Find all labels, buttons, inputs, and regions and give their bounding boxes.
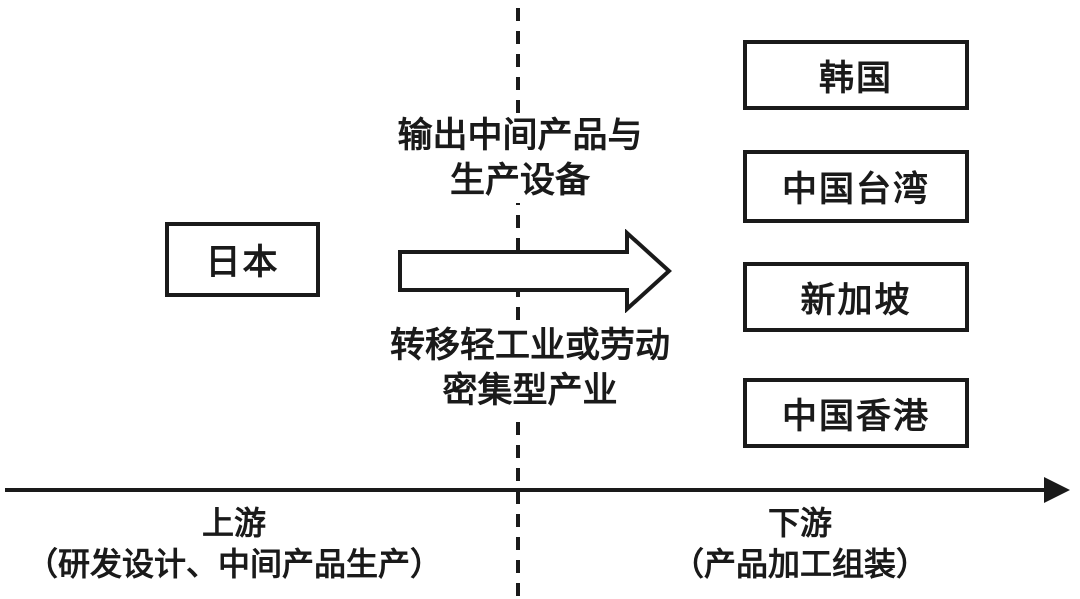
taiwan-box-label: 中国台湾	[781, 170, 930, 209]
downstream-label: 下游 （产品加工组装）	[636, 503, 964, 585]
axis-arrowhead-icon	[1044, 477, 1070, 503]
upstream-label-sub: （研发设计、中间产品生产）	[25, 546, 442, 582]
japan-box-label: 日本	[205, 243, 280, 282]
upstream-downstream-divider-line	[516, 8, 520, 599]
upstream-label-title: 上游	[201, 505, 266, 541]
value-chain-axis-line	[5, 488, 1048, 492]
hongkong-box-label: 中国香港	[781, 396, 930, 436]
korea-box-label: 韩国	[818, 58, 893, 98]
transfer-arrow-icon	[398, 229, 672, 313]
japan-box: 日本	[165, 222, 320, 297]
taiwan-box: 中国台湾	[743, 150, 969, 223]
korea-box: 韩国	[743, 40, 969, 110]
arrow-bottom-label: 转移轻工业或劳动 密集型产业	[358, 323, 702, 413]
arrow-top-label: 输出中间产品与 生产设备	[358, 113, 682, 203]
downstream-label-title: 下游	[767, 505, 832, 541]
downstream-label-sub: （产品加工组装）	[671, 546, 928, 582]
singapore-box: 新加坡	[743, 262, 969, 332]
singapore-box-label: 新加坡	[800, 280, 912, 320]
hongkong-box: 中国香港	[743, 378, 969, 448]
upstream-label: 上游 （研发设计、中间产品生产）	[8, 503, 460, 585]
